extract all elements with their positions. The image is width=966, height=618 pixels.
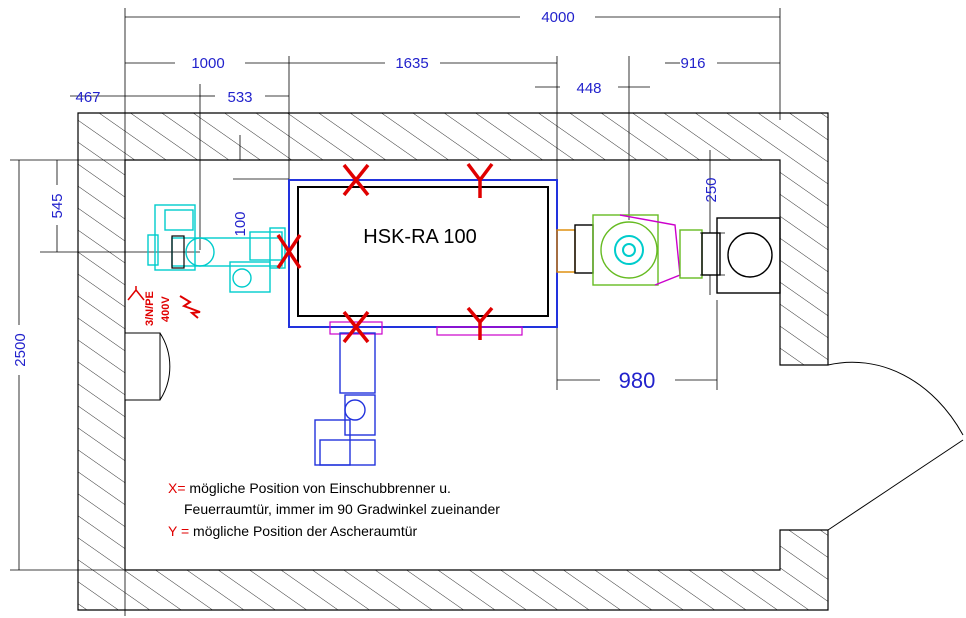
feed-screw <box>314 332 376 466</box>
boiler-label: HSK-RA 100 <box>363 226 476 248</box>
marker-x-left <box>276 234 302 269</box>
burner-flange <box>171 235 185 269</box>
dim-flue-offset: 250 <box>703 177 720 202</box>
legend: X= mögliche Position von Einschubbrenner… <box>168 480 500 539</box>
flue-connection <box>556 214 781 294</box>
dimension-lines <box>10 8 781 616</box>
legend-y-key: Y = <box>168 523 189 539</box>
lightning-icon <box>179 295 201 319</box>
burner-unit <box>147 204 286 293</box>
legend-x-text-2: Feuerraumtür, immer im 90 Gradwinkel zue… <box>184 501 500 517</box>
dim-small-gap: 100 <box>232 211 249 236</box>
electrical-phase: 3/N/PE <box>144 291 156 326</box>
legend-x-key: X= <box>168 480 186 496</box>
marker-x-bottom <box>342 310 370 344</box>
marker-y-top <box>466 162 494 198</box>
legend-y-line: Y = mögliche Position der Ascheraumtür <box>168 523 417 539</box>
side-door <box>124 332 171 401</box>
dim-boiler-length: 1635 <box>395 55 428 72</box>
legend-y-text: mögliche Position der Ascheraumtür <box>189 523 417 539</box>
marker-x-top <box>342 163 370 197</box>
dim-right-section: 916 <box>680 55 705 72</box>
marker-y-bottom <box>466 306 494 340</box>
room-door <box>827 361 964 531</box>
power-symbol-icon <box>127 286 145 301</box>
dim-total-width: 4000 <box>541 9 574 26</box>
dim-room-depth: 2500 <box>12 333 29 366</box>
dim-gap-to-fan: 448 <box>576 80 601 97</box>
dim-burner-to-boiler: 1000 <box>191 55 224 72</box>
electrical-connection: 3/N/PE 400V <box>127 286 201 326</box>
dim-depth-offset: 545 <box>49 193 66 218</box>
dim-burner-offset: 533 <box>227 89 252 106</box>
dim-wall-offset: 467 <box>75 89 100 106</box>
dim-fan-clearance: 980 <box>619 368 656 393</box>
legend-x-text-1: mögliche Position von Einschubbrenner u. <box>186 480 451 496</box>
legend-x-line1: X= mögliche Position von Einschubbrenner… <box>168 480 451 496</box>
boiler: HSK-RA 100 <box>288 179 558 328</box>
electrical-voltage: 400V <box>160 296 172 322</box>
